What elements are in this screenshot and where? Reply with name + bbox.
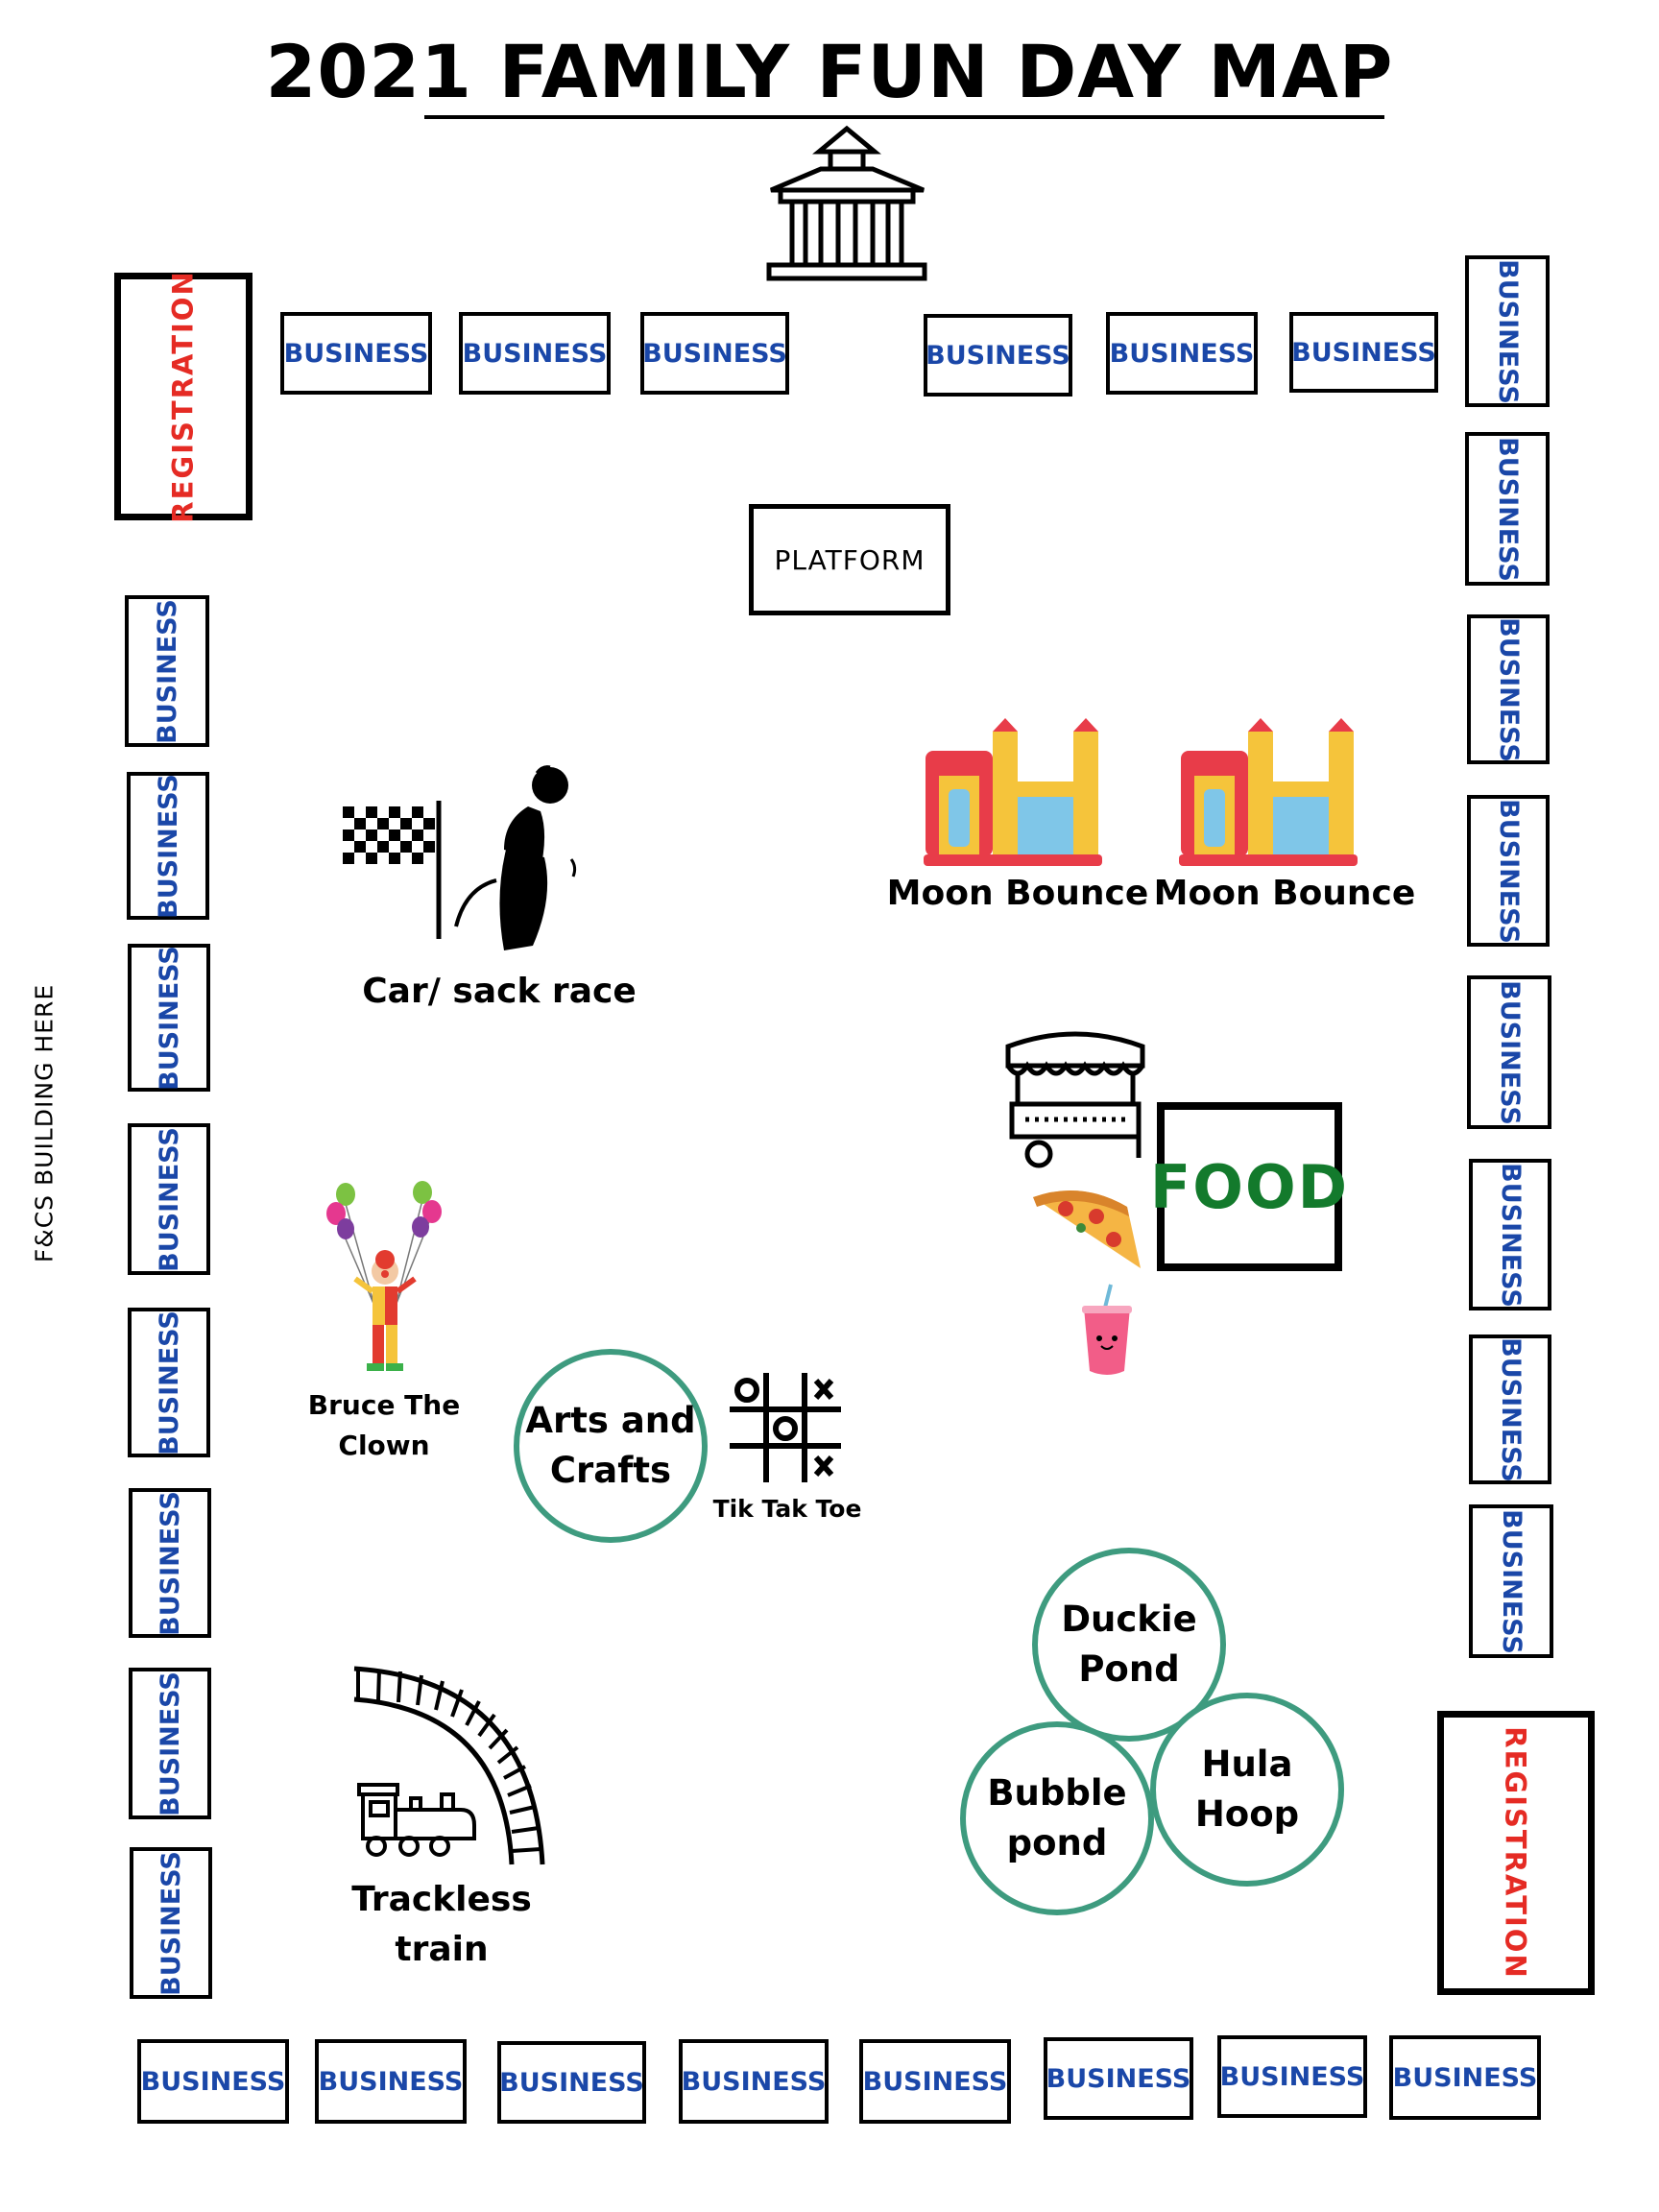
arts-label-line2: Crafts (549, 1450, 672, 1491)
business-booth-left-7[interactable]: BUSINESS (129, 1668, 211, 1819)
hula-hoop-area[interactable]: Hula Hoop (1150, 1693, 1344, 1887)
business-booth-bottom-4[interactable]: BUSINESS (679, 2039, 829, 2124)
food-cart-icon (1005, 1031, 1145, 1168)
business-booth-bottom-5[interactable]: BUSINESS (859, 2039, 1011, 2124)
business-booth-right-5[interactable]: BUSINESS (1467, 975, 1551, 1129)
business-booth-top-1[interactable]: BUSINESS (280, 312, 432, 395)
business-booth-right-6[interactable]: BUSINESS (1469, 1159, 1551, 1310)
platform[interactable]: PLATFORM (749, 504, 950, 615)
business-booth-left-5[interactable]: BUSINESS (128, 1308, 210, 1457)
business-booth-left-3[interactable]: BUSINESS (128, 944, 210, 1092)
business-booth-left-4[interactable]: BUSINESS (128, 1123, 210, 1275)
food-area[interactable]: FOOD (1150, 1102, 1347, 1271)
train-label-line1: Trackless (351, 1880, 532, 1919)
duckie-label-line2: Pond (1078, 1648, 1180, 1690)
moon-bounce-icon (1179, 718, 1358, 866)
checkered-flag-icon (343, 801, 442, 939)
moon-bounce-label-1: Moon Bounce (886, 874, 1149, 913)
gazebo-icon (766, 125, 927, 281)
business-booth-right-3[interactable]: BUSINESS (1467, 614, 1550, 764)
clown-label-line2: Clown (338, 1430, 430, 1461)
registration-booth-bottom-right[interactable]: REGISTRATION (1437, 1711, 1595, 1995)
moon-bounce-label-2: Moon Bounce (1153, 874, 1416, 913)
duckie-label-line1: Duckie (1061, 1599, 1197, 1640)
business-booth-bottom-6[interactable]: BUSINESS (1044, 2037, 1193, 2120)
business-booth-bottom-7[interactable]: BUSINESS (1217, 2035, 1367, 2118)
business-booth-top-5[interactable]: BUSINESS (1106, 312, 1258, 395)
business-booth-bottom-2[interactable]: BUSINESS (315, 2039, 467, 2124)
clown-label-line1: Bruce The (307, 1389, 461, 1421)
tic-tac-toe-icon (730, 1373, 841, 1482)
hula-label-line1: Hula (1201, 1743, 1293, 1785)
business-booth-bottom-8[interactable]: BUSINESS (1389, 2035, 1541, 2120)
business-booth-bottom-3[interactable]: BUSINESS (497, 2041, 646, 2124)
business-booth-left-2[interactable]: BUSINESS (127, 772, 209, 920)
business-booth-right-4[interactable]: BUSINESS (1467, 795, 1550, 947)
smoothie-cup-icon (1082, 1284, 1132, 1375)
map-title: 2021 FAMILY FUN DAY MAP (265, 29, 1394, 114)
bubble-pond-area[interactable]: Bubble pond (960, 1721, 1154, 1915)
bubble-label-line1: Bubble (987, 1772, 1127, 1814)
train-track-icon (353, 1666, 545, 1865)
business-booth-left-1[interactable]: BUSINESS (125, 595, 209, 747)
train-icon (357, 1783, 476, 1857)
pizza-slice-icon (1033, 1190, 1141, 1268)
hula-label-line2: Hoop (1194, 1793, 1300, 1835)
business-booth-right-2[interactable]: BUSINESS (1465, 432, 1550, 586)
business-booth-top-6[interactable]: BUSINESS (1289, 312, 1438, 393)
business-booth-top-4[interactable]: BUSINESS (924, 314, 1072, 397)
registration-booth-top-left[interactable]: REGISTRATION (114, 270, 252, 523)
business-booth-right-7[interactable]: BUSINESS (1469, 1334, 1551, 1484)
business-booth-right-8[interactable]: BUSINESS (1469, 1504, 1553, 1658)
sack-race-label: Car/ sack race (362, 972, 637, 1011)
tic-tac-toe-label: Tik Tak Toe (712, 1495, 862, 1523)
business-booth-left-6[interactable]: BUSINESS (129, 1488, 211, 1638)
business-booth-bottom-1[interactable]: BUSINESS (137, 2039, 289, 2124)
moon-bounce-icon (924, 718, 1102, 866)
train-label-line2: train (395, 1930, 489, 1969)
arts-label-line1: Arts and (525, 1400, 696, 1441)
bubble-label-line2: pond (1006, 1822, 1108, 1863)
business-booth-top-3[interactable]: BUSINESS (640, 312, 789, 395)
business-booth-left-8[interactable]: BUSINESS (130, 1847, 212, 1999)
business-booth-right-1[interactable]: BUSINESS (1465, 255, 1550, 407)
sack-race-jumper-icon (454, 765, 577, 950)
clown-with-balloons-icon (326, 1181, 442, 1371)
business-booth-top-2[interactable]: BUSINESS (459, 312, 611, 395)
title-underline (424, 115, 1384, 119)
arts-and-crafts-area[interactable]: Arts and Crafts (514, 1349, 708, 1543)
